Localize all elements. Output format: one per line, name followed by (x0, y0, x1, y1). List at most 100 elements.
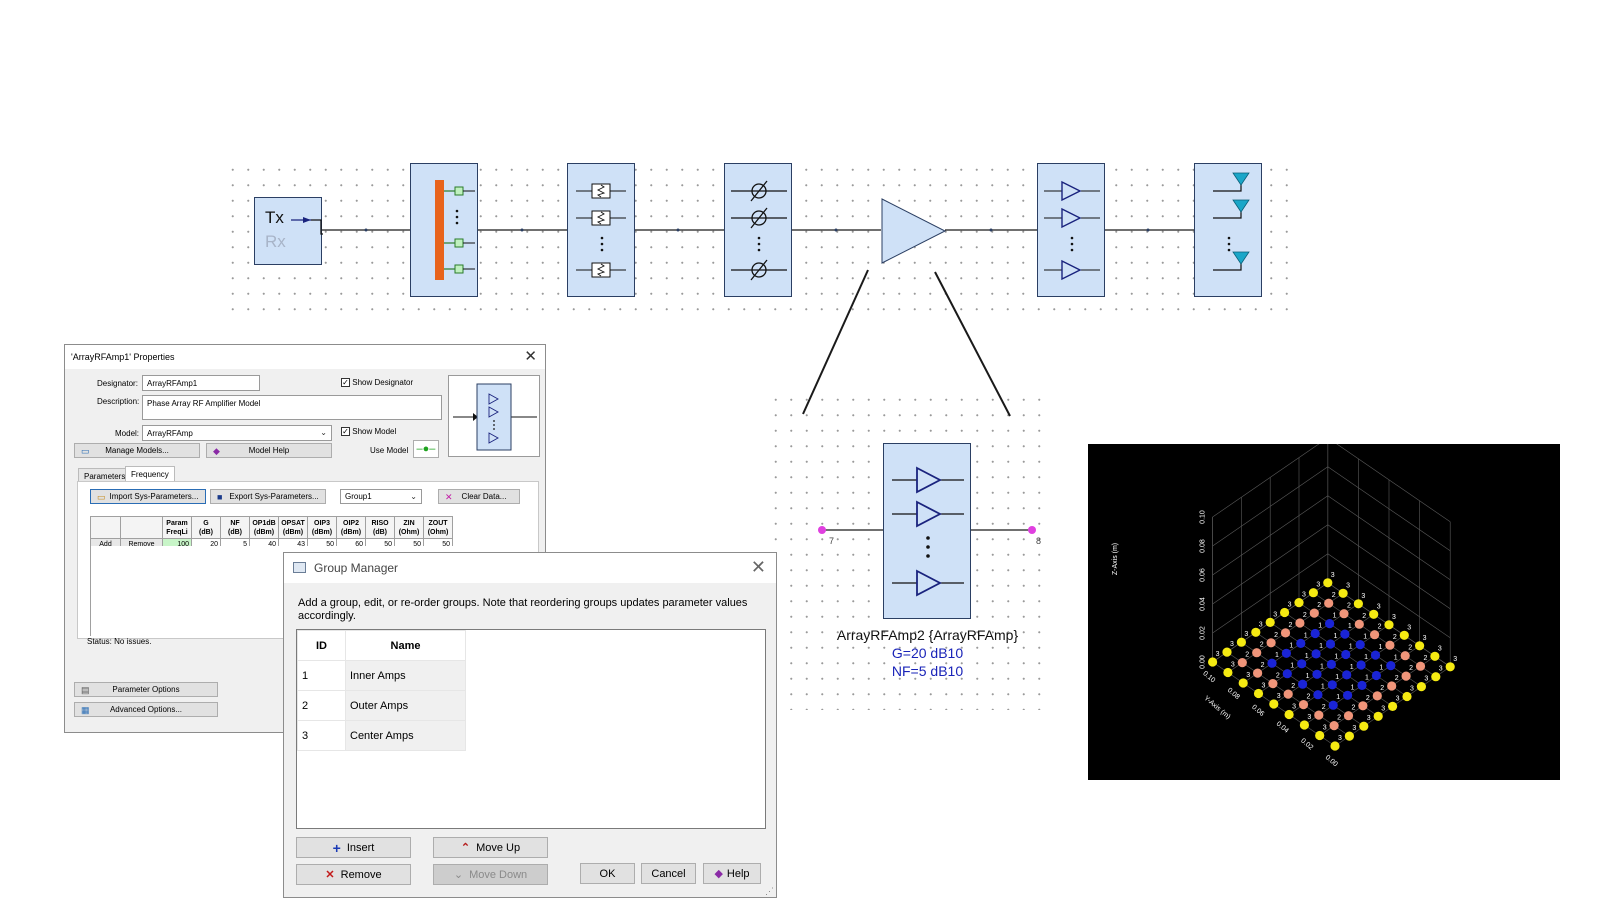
array-element-point[interactable]: 3 (1415, 635, 1427, 651)
array-element-point[interactable]: 1 (1325, 633, 1338, 649)
array-element-point[interactable]: 2 (1237, 652, 1250, 668)
parameter-options-button[interactable]: ▤ Parameter Options (74, 682, 218, 697)
array-element-point[interactable]: 1 (1328, 694, 1341, 710)
array-element-point[interactable]: 1 (1343, 684, 1355, 700)
clear-data-button[interactable]: ✕ Clear Data... (438, 489, 520, 504)
array-element-point[interactable]: 1 (1311, 643, 1324, 659)
array-element-point[interactable]: 2 (1372, 685, 1385, 701)
help-button[interactable]: ◆ Help (703, 863, 761, 884)
array-element-point[interactable]: 1 (1326, 653, 1339, 669)
array-element-point[interactable]: 2 (1385, 634, 1397, 650)
manage-models-button[interactable]: ▭ Manage Models... (74, 443, 200, 458)
model-help-button[interactable]: ◆ Model Help (206, 443, 332, 458)
array-element-point[interactable]: 1 (1340, 623, 1352, 639)
group-select[interactable]: Group1 ⌄ (340, 489, 422, 504)
array-element-point[interactable]: 3 (1359, 715, 1371, 731)
array-element-point[interactable]: 3 (1416, 676, 1429, 692)
close-icon[interactable]: ✕ (524, 348, 537, 365)
array-element-point[interactable]: 1 (1357, 674, 1369, 690)
array-element-point[interactable]: 2 (1268, 673, 1280, 689)
array-element-point[interactable]: 3 (1223, 662, 1235, 678)
phase-shifter-array-block[interactable] (724, 163, 792, 297)
col-name-header[interactable]: Name (345, 630, 466, 661)
remove-button[interactable]: ✕ Remove (296, 864, 411, 885)
zoomed-amplifier-array-block[interactable] (883, 443, 971, 619)
array-element-point[interactable]: 2 (1401, 665, 1414, 681)
array-element-point[interactable]: 3 (1445, 656, 1458, 672)
array-element-point[interactable]: 1 (1325, 613, 1337, 629)
array-element-point[interactable]: 1 (1370, 644, 1383, 660)
amplifier-array-block[interactable] (1037, 163, 1105, 297)
array-element-point[interactable]: 3 (1222, 641, 1234, 657)
array-element-point[interactable]: 2 (1298, 694, 1311, 710)
array-element-point[interactable]: 2 (1324, 592, 1336, 608)
group-name-cell[interactable]: Outer Amps (345, 690, 466, 721)
show-model-checkbox[interactable]: ✓ Show Model (341, 427, 396, 437)
import-sys-parameters-button[interactable]: ▭ Import Sys-Parameters... (90, 489, 206, 504)
group-name-cell[interactable]: Center Amps (345, 720, 466, 751)
array-element-point[interactable]: 3 (1299, 714, 1312, 730)
ok-button[interactable]: OK (580, 863, 635, 884)
array-element-point[interactable]: 3 (1353, 593, 1366, 609)
array-element-point[interactable]: 3 (1315, 725, 1327, 741)
array-element-point[interactable]: 1 (1298, 673, 1310, 689)
array-element-point[interactable]: 3 (1284, 704, 1297, 720)
array-element-point[interactable]: 3 (1344, 725, 1357, 741)
array-element-point[interactable]: 2 (1283, 683, 1296, 699)
close-icon[interactable]: ✕ (750, 557, 766, 577)
amplifier-triangle-icon[interactable] (881, 198, 947, 264)
array-element-point[interactable]: 1 (1313, 684, 1325, 700)
array-element-point[interactable]: 3 (1253, 683, 1266, 699)
move-down-button[interactable]: ⌄ Move Down (433, 864, 548, 885)
attenuator-array-block[interactable] (567, 163, 635, 297)
array-element-point[interactable]: 1 (1327, 674, 1340, 690)
array-element-point[interactable]: 1 (1282, 663, 1295, 679)
export-sys-parameters-button[interactable]: ■ Export Sys-Parameters... (210, 489, 326, 504)
array-element-point[interactable]: 1 (1297, 653, 1309, 669)
array-element-point[interactable]: 3 (1269, 693, 1281, 709)
splitter-block[interactable] (410, 163, 478, 297)
array-element-point[interactable]: 2 (1400, 645, 1413, 661)
move-up-button[interactable]: ⌃ Move Up (433, 837, 548, 858)
array-element-point[interactable]: 3 (1330, 735, 1342, 751)
array-element-point[interactable]: 3 (1208, 651, 1220, 667)
array-element-point[interactable]: 3 (1338, 582, 1351, 598)
use-model-button[interactable]: –●– (413, 440, 439, 458)
array-element-point[interactable]: 3 (1280, 602, 1292, 618)
array-element-point[interactable]: 2 (1370, 624, 1382, 640)
array-element-point[interactable]: 3 (1323, 572, 1335, 588)
array-element-point[interactable]: 2 (1314, 704, 1326, 720)
array-element-point[interactable]: 3 (1384, 614, 1396, 630)
array-element-point[interactable]: 1 (1371, 665, 1384, 681)
array-element-point[interactable]: 3 (1402, 686, 1414, 702)
array-element-point[interactable]: 1 (1341, 644, 1353, 660)
description-field[interactable]: Phase Array RF Amplifier Model (142, 395, 442, 420)
array-element-point[interactable]: 1 (1312, 663, 1324, 679)
array-element-point[interactable]: 2 (1343, 705, 1356, 721)
show-designator-checkbox[interactable]: ✓ Show Designator (341, 378, 413, 388)
antenna-array-block[interactable] (1194, 163, 1262, 297)
array-element-point[interactable]: 3 (1399, 624, 1412, 640)
array-element-point[interactable]: 3 (1251, 621, 1263, 637)
array-element-point[interactable]: 1 (1267, 652, 1279, 668)
array-element-point[interactable]: 1 (1355, 634, 1368, 650)
array-element-point[interactable]: 1 (1356, 654, 1369, 670)
array-element-point[interactable]: 2 (1253, 662, 1265, 678)
array-element-point[interactable]: 2 (1266, 632, 1279, 648)
cancel-button[interactable]: Cancel (641, 863, 696, 884)
array-element-point[interactable]: 3 (1308, 582, 1321, 598)
array-element-point[interactable]: 2 (1252, 642, 1264, 658)
array-element-point[interactable]: 3 (1236, 631, 1249, 647)
array-element-point[interactable]: 1 (1386, 655, 1398, 671)
col-id-header[interactable]: ID (297, 630, 346, 661)
array-element-point[interactable]: 3 (1369, 603, 1381, 619)
group-name-cell[interactable]: Inner Amps (345, 660, 466, 691)
array-element-point[interactable]: 3 (1265, 611, 1278, 627)
array-element-point[interactable]: 1 (1281, 642, 1294, 658)
advanced-options-button[interactable]: ▦ Advanced Options... (74, 702, 218, 717)
array-element-point[interactable]: 3 (1238, 672, 1251, 688)
